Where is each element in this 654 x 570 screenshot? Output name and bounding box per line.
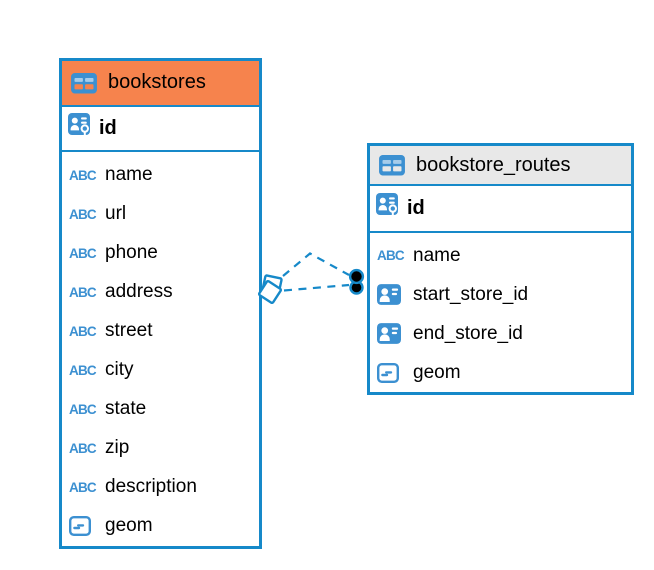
foreign-key-column-icon (377, 323, 401, 344)
table-name: bookstore_routes (416, 153, 571, 176)
column-row-id[interactable]: id (370, 186, 631, 233)
column-row-name[interactable]: ABC name (62, 156, 259, 195)
column-row-zip[interactable]: ABC zip (62, 429, 259, 468)
primary-key-icon (376, 193, 398, 224)
table-bookstore-routes-header[interactable]: bookstore_routes (370, 146, 631, 186)
column-row-description[interactable]: ABC description (62, 468, 259, 507)
column-name: zip (105, 437, 130, 459)
text-column-icon: ABC (69, 245, 97, 261)
column-name: name (105, 164, 153, 186)
column-row-phone[interactable]: ABC phone (62, 234, 259, 273)
column-name: start_store_id (413, 283, 529, 305)
column-row-id[interactable]: id (62, 106, 259, 152)
relationship-line-lower[interactable] (283, 283, 350, 292)
relationship-line-upper[interactable] (282, 252, 350, 277)
column-name: name (413, 244, 461, 266)
column-name: geom (413, 361, 461, 383)
table-icon (379, 155, 405, 176)
column-name: state (105, 398, 147, 420)
column-row-url[interactable]: ABC url (62, 195, 259, 234)
text-column-icon: ABC (69, 440, 97, 456)
column-row-end-store-id[interactable]: end_store_id (370, 314, 631, 353)
text-column-icon: ABC (69, 479, 97, 495)
column-name: description (105, 476, 197, 498)
column-row-geom[interactable]: geom (62, 507, 259, 546)
column-name: street (105, 320, 153, 342)
column-list: ABC name start_store_id end_store_id geo… (370, 233, 631, 393)
column-row-geom[interactable]: geom (370, 353, 631, 392)
text-column-icon: ABC (69, 206, 97, 222)
column-row-start-store-id[interactable]: start_store_id (370, 275, 631, 314)
text-column-icon: ABC (69, 323, 97, 339)
geometry-column-icon (377, 363, 399, 383)
column-name: address (105, 281, 173, 303)
column-row-street[interactable]: ABC street (62, 312, 259, 351)
text-column-icon: ABC (69, 401, 97, 417)
column-row-name[interactable]: ABC name (370, 236, 631, 275)
column-name: id (407, 196, 425, 219)
text-column-icon: ABC (69, 362, 97, 378)
text-column-icon: ABC (69, 284, 97, 300)
foreign-key-column-icon (377, 284, 401, 305)
text-column-icon: ABC (69, 167, 97, 183)
column-name: city (105, 359, 134, 381)
column-list: ABC name ABC url ABC phone ABC address A… (62, 152, 259, 546)
geometry-column-icon (69, 516, 91, 536)
primary-key-icon (68, 113, 90, 144)
table-bookstore-routes[interactable]: bookstore_routes id ABC name start_store… (367, 143, 634, 395)
table-bookstores[interactable]: bookstores id ABC name ABC url ABC phone… (59, 58, 262, 549)
table-bookstores-header[interactable]: bookstores (62, 61, 259, 107)
dot-endpoint-markers (348, 268, 365, 295)
column-name: url (105, 203, 127, 225)
table-icon (71, 73, 97, 94)
column-name: id (99, 116, 117, 139)
diamond-endpoint-markers (257, 274, 283, 305)
column-name: geom (105, 515, 153, 537)
text-column-icon: ABC (377, 248, 405, 263)
table-name: bookstores (108, 71, 206, 94)
column-row-state[interactable]: ABC state (62, 390, 259, 429)
column-name: phone (105, 242, 158, 264)
column-row-city[interactable]: ABC city (62, 351, 259, 390)
column-name: end_store_id (413, 322, 523, 344)
column-row-address[interactable]: ABC address (62, 273, 259, 312)
